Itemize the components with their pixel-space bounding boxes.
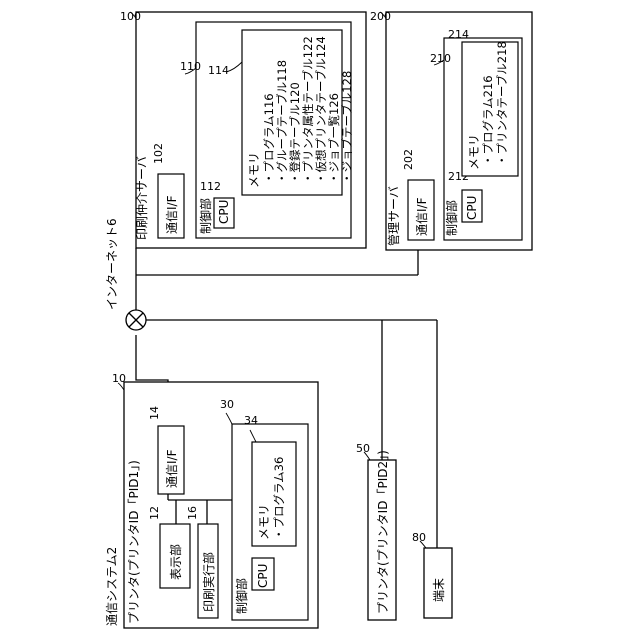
management-comm-ref: 202 — [402, 149, 415, 170]
management-server: 200 管理サーバ 210 制御部 212 CPU 214 メモリ ・プログラム… — [370, 10, 532, 250]
printer1-display-label: 表示部 — [168, 544, 183, 580]
printer1-control-ref: 30 — [220, 398, 234, 411]
management-memory-title: メモリ — [467, 134, 481, 170]
printer1-label: プリンタ(プリンタID「PID1」) — [127, 460, 141, 624]
mediation-server-title: 印刷仲介サーバ — [135, 156, 149, 240]
mediation-control-ref: 112 — [200, 180, 221, 193]
communication-system: 通信システム2 10 プリンタ(プリンタID「PID1」) 通信I/F 14 表… — [105, 372, 318, 628]
mediation-cpu-label: CPU — [217, 200, 231, 224]
memory-item: ・登録テーブル120 — [288, 82, 302, 184]
mediation-memory-title: メモリ — [247, 152, 261, 188]
printer2: プリンタ(プリンタID「PID2」) 50 — [356, 442, 396, 620]
mediation-comm-label: 通信I/F — [165, 195, 179, 234]
printer1-comm-ref: 14 — [148, 406, 161, 420]
management-cpu-label: CPU — [465, 196, 479, 220]
memory-item: ・プログラム36 — [272, 457, 286, 540]
printer1-print-engine-label: 印刷実行部 — [201, 552, 216, 612]
mediation-comm-ref: 102 — [152, 143, 165, 164]
printer1-memory-ref: 34 — [244, 414, 258, 427]
management-server-title: 管理サーバ — [386, 186, 401, 246]
memory-item: ・プリンタテーブル218 — [495, 41, 509, 166]
memory-item: ・ジョブテーブル128 — [340, 71, 354, 184]
management-comm-label: 通信I/F — [415, 197, 429, 236]
printer2-label: プリンタ(プリンタID「PID2」) — [376, 450, 390, 614]
mediation-control-label: 制御部 — [198, 198, 213, 234]
memory-item: ・プリンタ属性テーブル122 — [301, 36, 315, 184]
mediation-memory-ref: 114 — [208, 64, 229, 77]
printer1-control-label: 制御部 — [234, 578, 249, 614]
management-inner-ref: 210 — [430, 52, 451, 65]
terminal-ref: 80 — [412, 531, 426, 544]
printer2-ref: 50 — [356, 442, 370, 455]
terminal-label: 端末 — [432, 578, 446, 602]
printer1-ref: 10 — [112, 372, 126, 385]
management-control-label: 制御部 — [444, 200, 459, 236]
printer1-cpu-label: CPU — [256, 564, 270, 588]
mediation-server: 100 印刷仲介サーバ 110 制御部 112 CPU 114 メモリ ・プログ… — [120, 10, 366, 248]
terminal: 端末 80 — [412, 531, 452, 618]
communication-system-label: 通信システム2 — [105, 547, 119, 626]
memory-item: ・ジョブ一覧126 — [327, 93, 341, 184]
memory-item: ・仮想プリンタテーブル124 — [314, 36, 328, 184]
mediation-inner-ref: 110 — [180, 60, 201, 73]
printer1-memory-items: ・プログラム36 — [272, 457, 286, 540]
memory-item: ・プログラム216 — [481, 75, 495, 166]
internet-label: インターネット6 — [105, 218, 119, 310]
printer1-comm-label: 通信I/F — [165, 449, 179, 488]
management-memory-ref: 214 — [448, 28, 469, 41]
printer1-print-engine-ref: 16 — [186, 506, 199, 520]
printer1-memory-title: メモリ — [257, 504, 271, 540]
memory-item: ・グループテーブル118 — [275, 60, 289, 184]
printer1-display-ref: 12 — [148, 506, 161, 520]
memory-item: ・プログラム116 — [262, 93, 276, 184]
